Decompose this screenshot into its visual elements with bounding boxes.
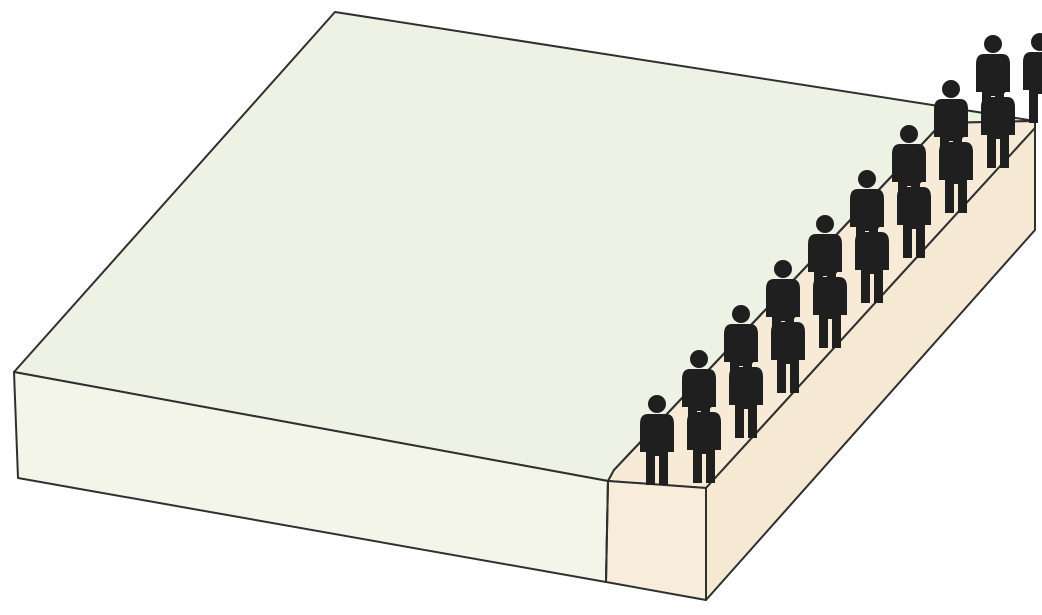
person-head [989,78,1007,96]
person-head [1031,33,1042,51]
person-head [821,258,839,276]
person-head [863,213,881,231]
person-head [816,215,834,233]
person-head [905,168,923,186]
person-body [1023,52,1042,123]
person-head [900,125,918,143]
strip-front [606,481,706,600]
person-figure [1023,33,1042,123]
person-head [648,395,666,413]
person-head [858,170,876,188]
person-head [774,260,792,278]
person-head [947,123,965,141]
person-head [984,35,1002,53]
person-head [942,80,960,98]
person-head [737,348,755,366]
person-head [732,305,750,323]
person-head [690,350,708,368]
person-head [779,303,797,321]
person-head [695,393,713,411]
